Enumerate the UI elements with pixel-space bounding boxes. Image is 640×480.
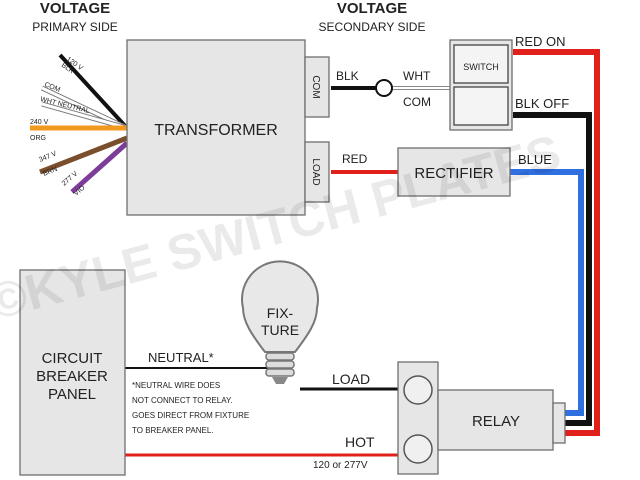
bulb-tip: [272, 377, 288, 384]
circuit-breaker-panel: CIRCUIT BREAKER PANEL: [19, 269, 126, 476]
wire-red-on: [513, 49, 600, 436]
transformer-com-tab: [304, 56, 330, 118]
neutral-note-line4: TO BREAKER PANEL.: [132, 426, 214, 435]
red-label: RED: [342, 152, 368, 166]
relay-hot-terminal: [403, 434, 433, 464]
neutral-note-line3: GOES DIRECT FROM FIXTURE: [132, 411, 249, 420]
load-tab-label: LOAD: [310, 158, 321, 185]
wire-277v-violet: [70, 141, 129, 194]
blk-off-label: BLK OFF: [515, 96, 569, 111]
rectifier-body: [397, 147, 511, 197]
wire-neutral-white: [41, 102, 128, 130]
bulb-base-ring-3: [265, 368, 295, 377]
light-fixture: FIX- TURE: [241, 260, 319, 384]
relay: RELAY: [397, 361, 566, 475]
primary-wires: [30, 53, 129, 194]
relay-hot-label: HOT: [345, 434, 375, 450]
neutral-note-line1: *NEUTRAL WIRE DOES: [132, 381, 220, 390]
wire-label-240v: 240 V: [30, 119, 49, 126]
primary-side-label: PRIMARY SIDE: [32, 20, 118, 34]
wire-blue: [510, 169, 584, 416]
secondary-side-label: SECONDARY SIDE: [319, 20, 426, 34]
fixture-label-line1: FIX-: [267, 305, 294, 321]
relay-body: [437, 389, 554, 451]
relay-load-label: LOAD: [332, 371, 370, 387]
com-label: COM: [403, 95, 431, 109]
wire-com-white: [41, 86, 128, 130]
bulb-base-ring-2: [265, 360, 295, 369]
rectifier-label: RECTIFIER: [414, 165, 493, 182]
transformer-body: [126, 39, 306, 216]
wire-nut-connector: [375, 79, 393, 97]
transformer: TRANSFORMER COM LOAD: [126, 39, 330, 216]
breaker-label-line2: BREAKER: [36, 368, 108, 385]
breaker-label-line1: CIRCUIT: [42, 350, 103, 367]
fixture-label-line2: TURE: [261, 322, 299, 338]
relay-label: RELAY: [472, 413, 520, 430]
red-on-label: RED ON: [515, 34, 566, 49]
wire-347v-brown: [39, 135, 128, 175]
bulb-glass: [241, 260, 319, 353]
primary-voltage-title: VOLTAGE: [40, 0, 110, 17]
switch: SWITCH: [449, 39, 513, 131]
blue-label: BLUE: [518, 152, 552, 167]
relay-hot-voltage: 120 or 277V: [313, 460, 368, 471]
switch-label: SWITCH: [463, 62, 499, 72]
breaker-panel-body: [19, 269, 126, 476]
bulb-base-ring-1: [265, 352, 295, 361]
wht-label: WHT: [403, 69, 431, 83]
transformer-label: TRANSFORMER: [154, 122, 278, 139]
breaker-label-line3: PANEL: [48, 386, 96, 403]
wire-120v-black: [58, 53, 129, 130]
neutral-note-line2: NOT CONNECT TO RELAY.: [132, 396, 232, 405]
rectifier: RECTIFIER: [397, 147, 511, 197]
switch-lower-rocker: [453, 86, 509, 126]
com-tab-label: COM: [310, 75, 321, 98]
neutral-note: *NEUTRAL WIRE DOES NOT CONNECT TO RELAY.…: [132, 381, 249, 435]
wire-label-org: ORG: [30, 135, 46, 142]
wire-label-347v: 347 V: [38, 150, 58, 163]
switch-upper-rocker: [453, 44, 509, 84]
relay-load-terminal: [403, 375, 433, 405]
secondary-voltage-title: VOLTAGE: [337, 0, 407, 17]
neutral-label: NEUTRAL*: [148, 350, 214, 365]
wire-blk-off: [513, 112, 592, 426]
relay-connector-tab: [552, 402, 566, 444]
blk-label: BLK: [336, 69, 359, 83]
secondary-wires: [125, 49, 600, 457]
transformer-load-tab: [304, 141, 330, 203]
